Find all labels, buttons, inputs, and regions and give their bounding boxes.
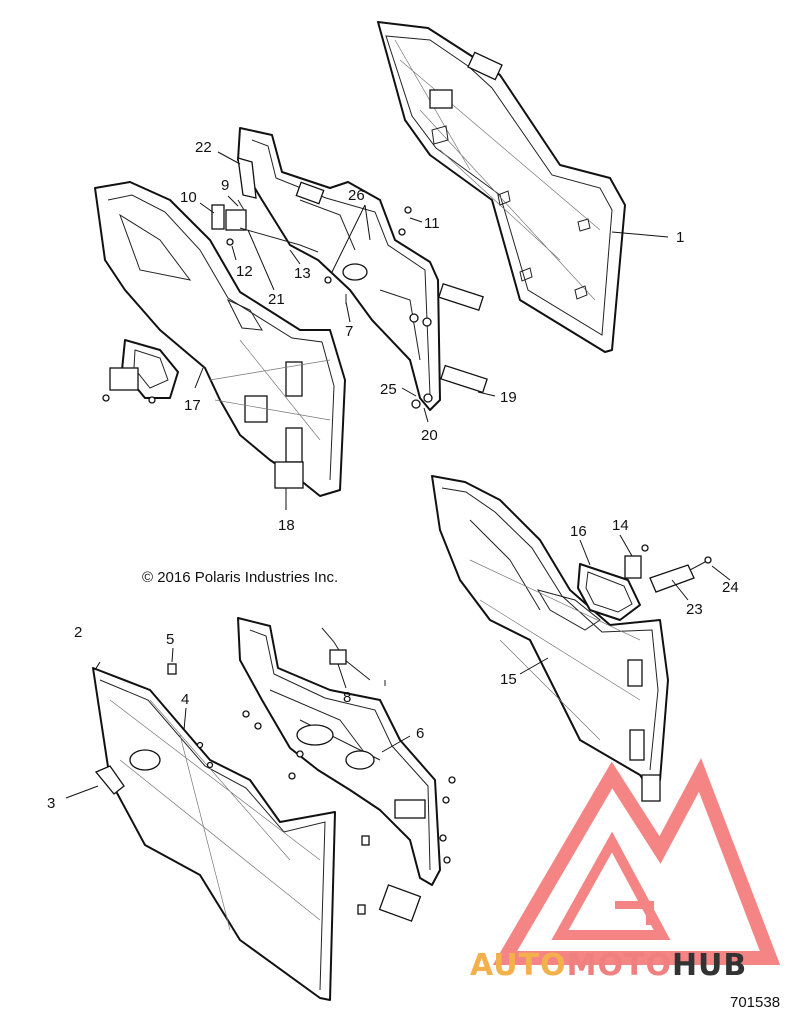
part-22-strip <box>237 157 257 199</box>
part-inner-frame-upper <box>237 127 488 411</box>
callout-17: 17 <box>184 397 201 414</box>
callout-6: 6 <box>416 725 424 742</box>
callout-labels: 1 2 3 4 5 6 7 8 9 10 11 12 13 14 15 16 1… <box>47 139 739 812</box>
callout-8: 8 <box>343 689 351 706</box>
callout-7: 7 <box>345 323 353 340</box>
callout-25: 25 <box>380 381 397 398</box>
callout-2: 2 <box>74 624 82 641</box>
callout-21: 21 <box>268 291 285 308</box>
part-inner-door-trim <box>94 181 346 497</box>
watermark-brand-text: AUTOMOTOHUB <box>470 948 747 983</box>
callout-26: 26 <box>348 187 365 204</box>
diagram-part-number: 701538 <box>730 994 780 1011</box>
callout-10: 10 <box>180 189 197 206</box>
watermark-hub: HUB <box>672 948 747 983</box>
callout-11: 11 <box>424 215 440 232</box>
callout-20: 20 <box>421 427 438 444</box>
copyright-text: © 2016 Polaris Industries Inc. <box>142 569 338 586</box>
callout-12: 12 <box>236 263 253 280</box>
callout-5: 5 <box>166 631 174 648</box>
callout-23: 23 <box>686 601 703 618</box>
part-5-clip <box>167 663 177 675</box>
part-6-inner-frame-lower <box>237 617 456 922</box>
leader-lines <box>65 151 731 799</box>
callout-24: 24 <box>722 579 739 596</box>
watermark-moto: MOTO <box>567 948 672 983</box>
callout-22: 22 <box>195 139 212 156</box>
callout-1: 1 <box>676 229 684 246</box>
latch-cable-parts-upper <box>211 199 412 304</box>
callout-13: 13 <box>294 265 311 282</box>
part-2-outer-door-panel <box>92 667 336 1001</box>
callout-14: 14 <box>612 517 629 534</box>
callout-18: 18 <box>278 517 295 534</box>
callout-4: 4 <box>181 691 189 708</box>
latch-assembly-right <box>577 544 712 621</box>
automotohub-logo-icon <box>492 758 781 965</box>
callout-9: 9 <box>221 177 229 194</box>
callout-19: 19 <box>500 389 517 406</box>
part-17-handle-assembly <box>102 339 179 404</box>
callout-3: 3 <box>47 795 55 812</box>
part-15-inner-trim-panel <box>431 475 669 802</box>
callout-15: 15 <box>500 671 517 688</box>
watermark-auto: AUTO <box>470 948 567 983</box>
part-3-door-handle <box>94 765 125 795</box>
callout-16: 16 <box>570 523 587 540</box>
part-1-outer-door-panel <box>377 21 626 353</box>
